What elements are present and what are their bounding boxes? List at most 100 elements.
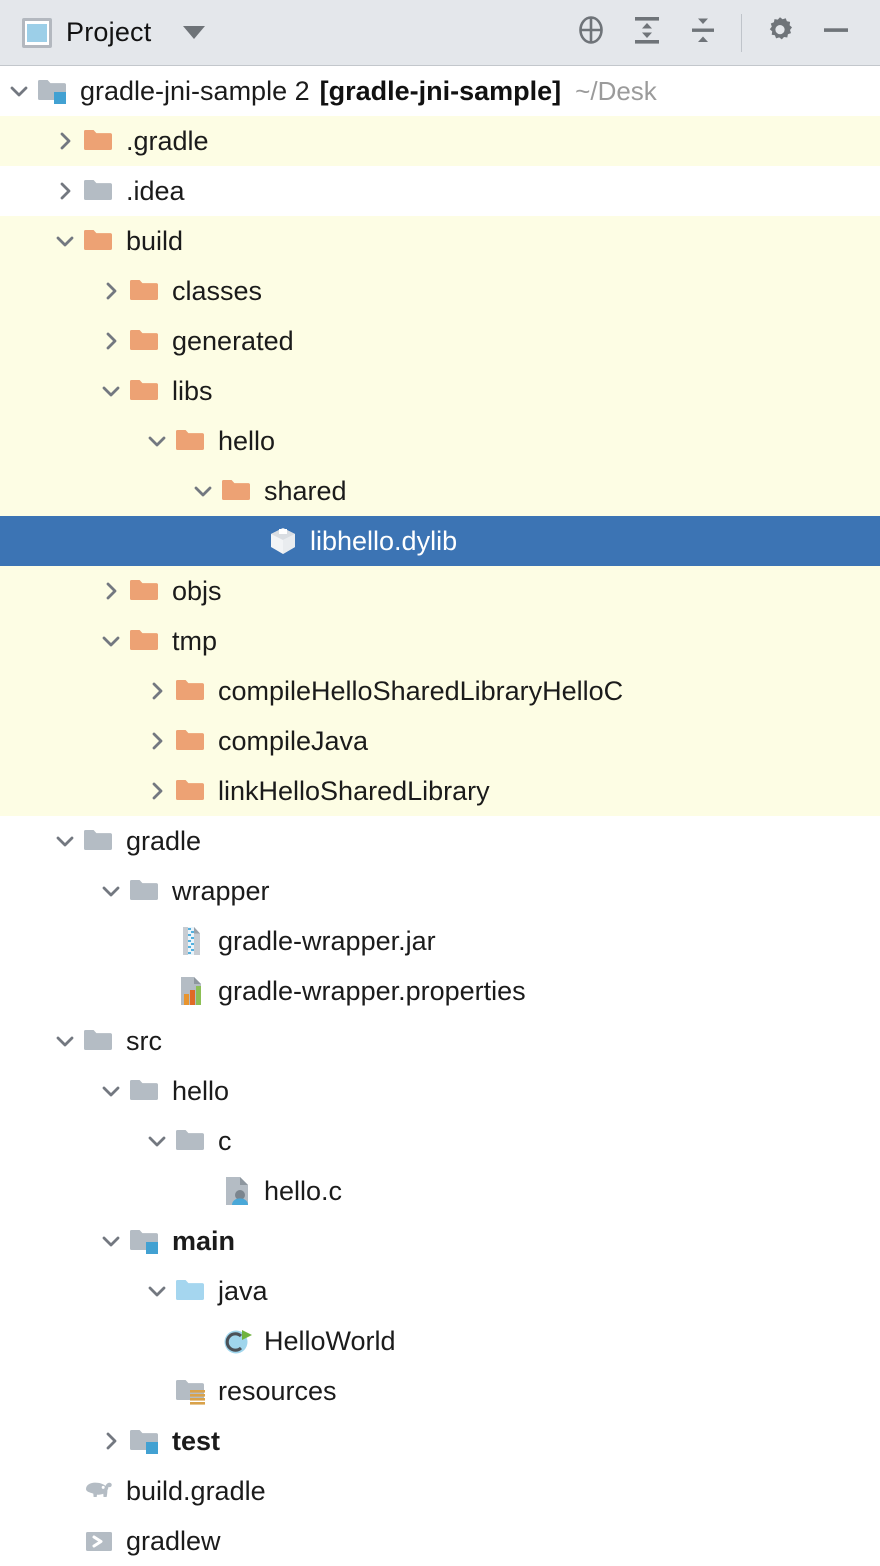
collapse-all-button[interactable] [677, 7, 729, 59]
tree-node-text: gradle-jni-sample 2[gradle-jni-sample]~/… [80, 76, 657, 107]
tree-node-label: gradlew [126, 1525, 221, 1556]
node-compile-hello-shared-library-helloc[interactable]: compileHelloSharedLibraryHelloC [0, 666, 880, 716]
chevron-down-icon[interactable] [48, 816, 82, 866]
project-root[interactable]: gradle-jni-sample 2[gradle-jni-sample]~/… [0, 66, 880, 116]
node-src-hello[interactable]: hello [0, 1066, 880, 1116]
gradle-elephant-icon [82, 1474, 116, 1508]
node-generated[interactable]: generated [0, 316, 880, 366]
tree-node-text: hello [172, 1077, 229, 1105]
node-gradle-wrapper-properties[interactable]: gradle-wrapper.properties [0, 966, 880, 1016]
toolbar-separator [741, 13, 742, 52]
tree-node-label: c [218, 1125, 232, 1156]
node-objs[interactable]: objs [0, 566, 880, 616]
module-folder-icon [36, 74, 70, 108]
tree-node-text: libhello.dylib [310, 525, 458, 556]
tree-node-label: gradle-wrapper.jar [218, 925, 436, 956]
node-libhello-dylib[interactable]: libhello.dylib [0, 516, 880, 566]
node-shared[interactable]: shared [0, 466, 880, 516]
chevron-right-icon[interactable] [140, 766, 174, 816]
chevron-down-icon[interactable] [2, 66, 36, 116]
chevron-right-icon[interactable] [94, 566, 128, 616]
node-src[interactable]: src [0, 1016, 880, 1066]
tree-node-label: objs [172, 575, 222, 606]
chevron-down-icon[interactable] [183, 26, 206, 39]
expand-all-button[interactable] [621, 7, 673, 59]
settings-button[interactable] [754, 7, 806, 59]
chevron-down-icon[interactable] [48, 1016, 82, 1066]
chevron-right-icon[interactable] [140, 716, 174, 766]
node-classes[interactable]: classes [0, 266, 880, 316]
chevron-right-icon[interactable] [94, 266, 128, 316]
chevron-down-icon[interactable] [94, 1066, 128, 1116]
project-tree[interactable]: gradle-jni-sample 2[gradle-jni-sample]~/… [0, 66, 880, 1566]
node-dot-idea[interactable]: .idea [0, 166, 880, 216]
tree-node-label: hello.c [264, 1175, 343, 1206]
chevron-down-icon[interactable] [94, 616, 128, 666]
node-libs-hello[interactable]: hello [0, 416, 880, 466]
project-window-icon [22, 17, 52, 48]
node-resources[interactable]: resources [0, 1366, 880, 1416]
folder-orange-icon [220, 474, 254, 508]
twisty-placeholder [140, 966, 174, 1016]
chevron-right-icon[interactable] [48, 116, 82, 166]
tree-node-label: main [172, 1225, 236, 1256]
folder-orange-icon [82, 124, 116, 158]
chevron-down-icon[interactable] [48, 216, 82, 266]
tree-node-text: classes [172, 277, 262, 305]
hide-button[interactable] [810, 7, 862, 59]
node-link-hello-shared-library[interactable]: linkHelloSharedLibrary [0, 766, 880, 816]
chevron-down-icon[interactable] [140, 1266, 174, 1316]
tree-node-label: build.gradle [126, 1475, 266, 1506]
twisty-placeholder [232, 516, 266, 566]
node-gradle-wrapper-jar[interactable]: gradle-wrapper.jar [0, 916, 880, 966]
chevron-down-icon[interactable] [94, 1216, 128, 1266]
node-gradlew[interactable]: gradlew [0, 1516, 880, 1566]
node-java[interactable]: java [0, 1266, 880, 1316]
tree-node-label: .gradle [126, 125, 209, 156]
node-compile-java[interactable]: compileJava [0, 716, 880, 766]
node-test[interactable]: test [0, 1416, 880, 1466]
node-build-gradle[interactable]: build.gradle [0, 1466, 880, 1516]
resources-folder-icon [174, 1374, 208, 1408]
chevron-right-icon[interactable] [140, 666, 174, 716]
tree-node-text: libs [172, 377, 213, 405]
chevron-right-icon[interactable] [94, 316, 128, 366]
tree-node-label: build [126, 225, 184, 256]
chevron-down-icon[interactable] [94, 866, 128, 916]
node-libs[interactable]: libs [0, 366, 880, 416]
folder-gray-icon [128, 874, 162, 908]
node-tmp[interactable]: tmp [0, 616, 880, 666]
folder-orange-icon [174, 724, 208, 758]
tree-node-text: build [126, 225, 184, 256]
tree-node-label: gradle-jni-sample 2 [80, 75, 310, 106]
tree-node-text: hello [218, 427, 275, 455]
tree-node-label: compileHelloSharedLibraryHelloC [218, 675, 624, 706]
node-helloworld[interactable]: HelloWorld [0, 1316, 880, 1366]
node-dot-gradle[interactable]: .gradle [0, 116, 880, 166]
chevron-down-icon[interactable] [186, 466, 220, 516]
tree-node-label: gradle-wrapper.properties [218, 975, 526, 1006]
folder-gray-icon [82, 824, 116, 858]
chevron-right-icon[interactable] [48, 166, 82, 216]
chevron-down-icon[interactable] [140, 416, 174, 466]
tree-node-label: libhello.dylib [310, 525, 458, 556]
tree-node-label: java [218, 1275, 268, 1306]
chevron-right-icon[interactable] [94, 1416, 128, 1466]
node-src-c[interactable]: c [0, 1116, 880, 1166]
chevron-down-icon[interactable] [140, 1116, 174, 1166]
node-main[interactable]: main [0, 1216, 880, 1266]
archive-jar-icon [174, 924, 208, 958]
tree-node-text: .idea [126, 177, 185, 205]
tree-node-text: main [172, 1225, 236, 1256]
node-build[interactable]: build [0, 216, 880, 266]
folder-orange-icon [174, 674, 208, 708]
chevron-down-icon[interactable] [94, 366, 128, 416]
node-gradle[interactable]: gradle [0, 816, 880, 866]
crosshair-target-icon [574, 13, 608, 52]
tree-node-label: wrapper [172, 875, 270, 906]
select-opened-file-button[interactable] [565, 7, 617, 59]
folder-gray-icon [82, 174, 116, 208]
node-wrapper[interactable]: wrapper [0, 866, 880, 916]
node-hello-c[interactable]: hello.c [0, 1166, 880, 1216]
tree-node-label: src [126, 1025, 162, 1056]
